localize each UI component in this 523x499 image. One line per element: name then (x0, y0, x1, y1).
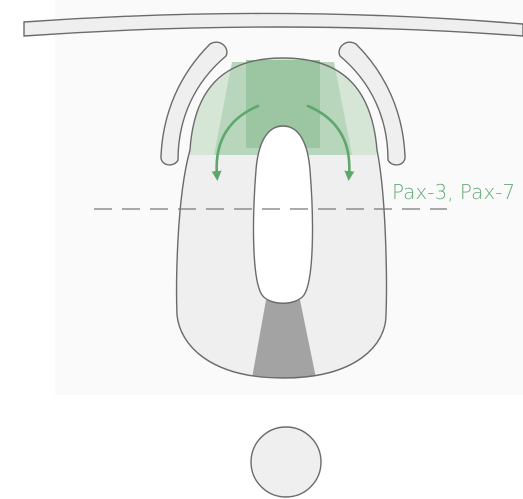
notochord (251, 427, 321, 497)
pax-label: Pax-3, Pax-7 (392, 180, 515, 204)
neural-canal (254, 126, 313, 303)
